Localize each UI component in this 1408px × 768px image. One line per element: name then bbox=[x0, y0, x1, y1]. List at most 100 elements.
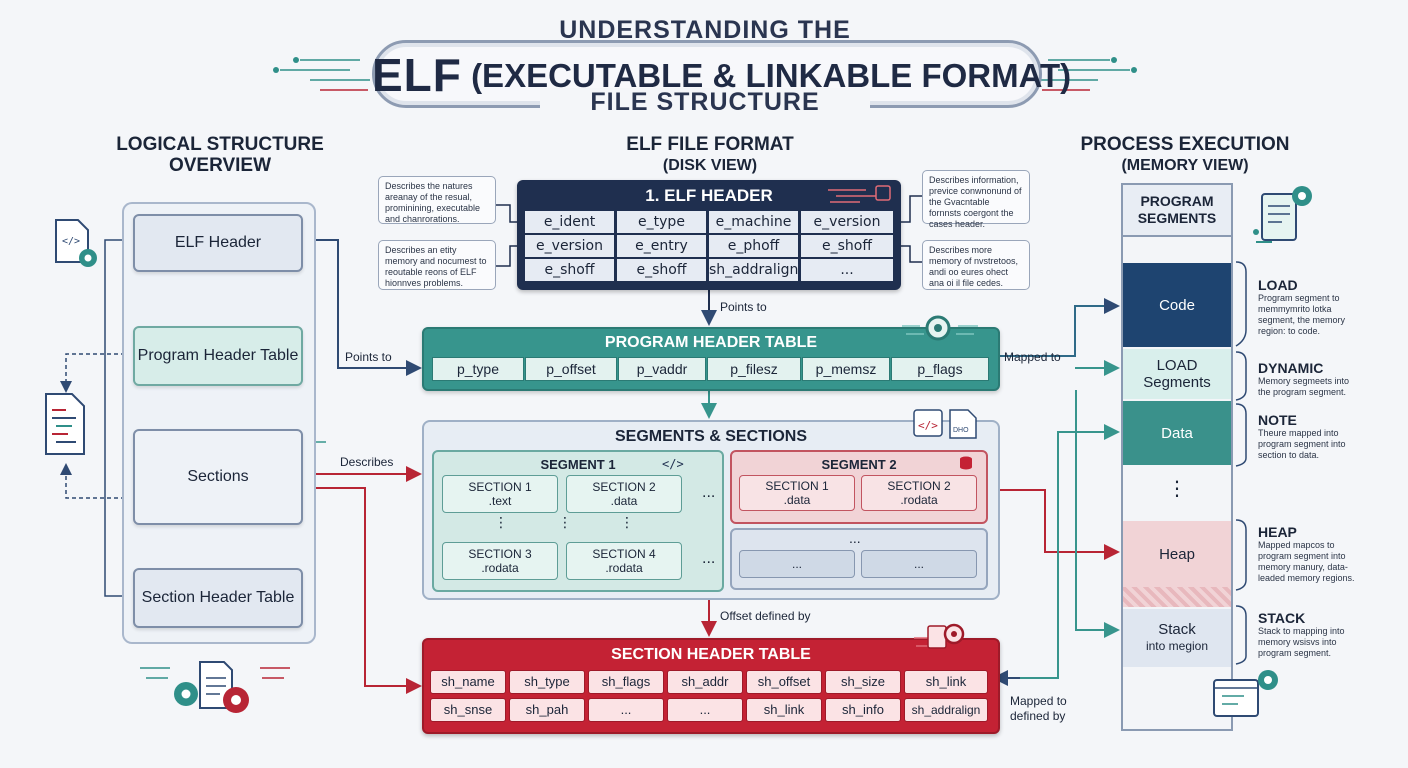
section-type: .data bbox=[783, 493, 811, 507]
pht-cell[interactable]: p_flags bbox=[891, 357, 989, 381]
elf-header-cell[interactable]: e_shoff bbox=[524, 258, 615, 282]
elf-header-cell[interactable]: e_shoff bbox=[800, 234, 894, 258]
terminal-gear-icon bbox=[1213, 670, 1278, 717]
sht-cell[interactable]: sh_flags bbox=[588, 670, 664, 694]
vertical-ellipsis: ⋮ bbox=[494, 514, 508, 530]
pht-cell[interactable]: p_type bbox=[432, 357, 524, 381]
pht-cell[interactable]: p_vaddr bbox=[618, 357, 706, 381]
segment-1-section[interactable]: SECTION 1 .text bbox=[442, 475, 558, 513]
sht-cell[interactable]: sh_size bbox=[825, 670, 901, 694]
sht-cell[interactable]: sh_type bbox=[509, 670, 585, 694]
elf-header-cell[interactable]: e_machine bbox=[708, 210, 799, 234]
memory-program-segments: PROGRAM SEGMENTS bbox=[1123, 185, 1231, 237]
source-file-icon bbox=[45, 393, 85, 455]
elf-header-cell[interactable]: ... bbox=[800, 258, 894, 282]
elf-header-cell[interactable]: e_type bbox=[616, 210, 707, 234]
svg-text:DHO: DHO bbox=[953, 427, 969, 434]
memory-view-column: PROGRAM SEGMENTS Code LOAD Segments Data… bbox=[1121, 183, 1233, 731]
logical-sections[interactable]: Sections bbox=[133, 429, 303, 525]
vertical-ellipsis: ⋮ bbox=[620, 514, 634, 530]
note-top-right: Describes information, previce conwnonun… bbox=[922, 170, 1030, 229]
logical-section-header-table[interactable]: Section Header Table bbox=[133, 568, 303, 628]
mem-label-heap: HEAP bbox=[1258, 524, 1297, 540]
segment-1-section[interactable]: SECTION 3 .rodata bbox=[442, 542, 558, 580]
memory-heap-block[interactable]: Heap bbox=[1123, 521, 1231, 587]
placeholder-text: ... bbox=[791, 557, 802, 571]
placeholder-section[interactable]: ... bbox=[739, 550, 855, 578]
section-header-table-title: SECTION HEADER TABLE bbox=[611, 646, 811, 663]
elf-header-cell[interactable]: e_entry bbox=[616, 234, 707, 258]
placeholder-section[interactable]: ... bbox=[861, 550, 977, 578]
elf-header-cell[interactable]: e_version bbox=[800, 210, 894, 234]
label-offset-defined-by: Offset defined by bbox=[720, 609, 811, 623]
label-points-to-left: Points to bbox=[345, 350, 392, 364]
ellipsis: ... bbox=[849, 530, 861, 546]
title-top: UNDERSTANDING THE bbox=[559, 16, 851, 44]
database-icon bbox=[960, 456, 972, 470]
pht-cell[interactable]: p_offset bbox=[525, 357, 617, 381]
segment-1-section[interactable]: SECTION 4 .rodata bbox=[566, 542, 682, 580]
note-top-left: Describes the natures areanay of the res… bbox=[378, 176, 496, 224]
mem-desc-dynamic: Memory segmeets into the program segment… bbox=[1258, 376, 1350, 397]
section-name: SECTION 4 bbox=[592, 547, 656, 561]
title-format: (EXECUTABLE & LINKABLE FORMAT) bbox=[471, 57, 1072, 94]
sht-cell[interactable]: ... bbox=[588, 698, 664, 722]
svg-text:</>: </> bbox=[662, 457, 684, 471]
section-type: .data bbox=[610, 494, 638, 508]
elf-header-cell[interactable]: e_shoff bbox=[616, 258, 707, 282]
sht-cell[interactable]: sh_addr bbox=[667, 670, 743, 694]
sht-cell[interactable]: sh_offset bbox=[746, 670, 822, 694]
elf-header-title: 1. ELF HEADER bbox=[645, 186, 773, 205]
note-bottom-right: Describes more memory of nvstretoos, and… bbox=[922, 240, 1030, 290]
gear-icon bbox=[902, 315, 978, 341]
sht-cell[interactable]: sh_info bbox=[825, 698, 901, 722]
ellipsis: ... bbox=[702, 484, 716, 501]
segment-1-section[interactable]: SECTION 2 .data bbox=[566, 475, 682, 513]
right-title-main: PROCESS EXECUTION bbox=[1080, 134, 1290, 155]
label-describes: Describes bbox=[340, 455, 394, 469]
memory-stack-block[interactable]: Stack into megion bbox=[1123, 609, 1231, 667]
sht-cell[interactable]: sh_snse bbox=[430, 698, 506, 722]
sht-cell[interactable]: sh_link bbox=[904, 670, 988, 694]
circuit-decoration-icon bbox=[828, 185, 891, 203]
mem-desc-stack: Stack to mapping into memory wsisvs into… bbox=[1258, 626, 1345, 658]
elf-header-cell[interactable]: e_ident bbox=[524, 210, 615, 234]
pht-cell[interactable]: p_memsz bbox=[802, 357, 890, 381]
section-name: SECTION 1 bbox=[765, 479, 829, 493]
label-points-to-top: Points to bbox=[720, 300, 767, 314]
code-file-gear-icon: </> bbox=[55, 219, 97, 267]
mem-desc-note: Theure mapped into program segment into … bbox=[1258, 428, 1346, 460]
logical-program-header-table[interactable]: Program Header Table bbox=[133, 326, 303, 386]
memory-data-block[interactable]: Data bbox=[1123, 401, 1231, 465]
sht-cell[interactable]: sh_addralign bbox=[904, 698, 988, 722]
sht-cell[interactable]: sh_pah bbox=[509, 698, 585, 722]
right-title-sub: (MEMORY VIEW) bbox=[1121, 157, 1249, 174]
section-name: SECTION 3 bbox=[468, 547, 532, 561]
sht-cell[interactable]: sh_link bbox=[746, 698, 822, 722]
elf-header-cell[interactable]: e_phoff bbox=[708, 234, 799, 258]
sht-cell[interactable]: ... bbox=[667, 698, 743, 722]
mem-label-note: NOTE bbox=[1258, 412, 1297, 428]
center-title-sub: (DISK VIEW) bbox=[662, 157, 758, 174]
memory-code-block[interactable]: Code bbox=[1123, 263, 1231, 347]
elf-header-cell[interactable]: e_version bbox=[524, 234, 615, 258]
vertical-ellipsis: ⋮ bbox=[558, 514, 572, 530]
memory-dots: ⋮ bbox=[1167, 477, 1187, 500]
title-elf: ELF bbox=[372, 49, 462, 101]
title-bottom: FILE STRUCTURE bbox=[540, 88, 870, 117]
memory-hatch bbox=[1123, 587, 1231, 607]
elf-header-cell[interactable]: sh_addralign bbox=[708, 258, 799, 282]
section-name: SECTION 1 bbox=[468, 480, 532, 494]
memory-load-segments[interactable]: LOAD Segments bbox=[1123, 349, 1231, 399]
section-type: .rodata bbox=[481, 561, 519, 575]
code-braces-icon: </> DHO bbox=[913, 409, 977, 439]
memory-stack-label: Stack bbox=[1158, 621, 1196, 638]
files-gears-icon bbox=[174, 661, 249, 713]
segment-2-section[interactable]: SECTION 2 .rodata bbox=[861, 475, 977, 511]
logical-elf-header[interactable]: ELF Header bbox=[133, 214, 303, 272]
sht-cell[interactable]: sh_name bbox=[430, 670, 506, 694]
document-gear-icon bbox=[914, 623, 965, 649]
pht-cell[interactable]: p_filesz bbox=[707, 357, 801, 381]
segment-2-section[interactable]: SECTION 1 .data bbox=[739, 475, 855, 511]
